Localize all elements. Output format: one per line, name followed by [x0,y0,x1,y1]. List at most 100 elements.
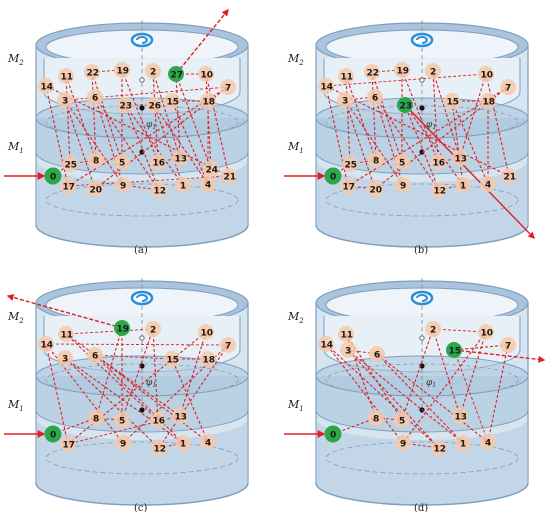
reflection-spot: 22 [364,64,380,80]
beam-segment [453,349,489,443]
lower-glass [36,160,248,247]
reflection-spot: 20 [367,181,383,197]
spot-label: 15 [167,356,180,366]
reflection-spot: 6 [87,347,103,363]
spot-label: 1 [180,440,186,450]
mid-ring-dash [45,363,239,397]
mirror-m2-label: M2 [287,52,304,67]
spot-label: 2 [150,326,156,336]
rotation-knob-icon [410,290,434,306]
reflection-spot: 15 [164,351,180,367]
output-beam [175,8,229,75]
spot-label: 22 [367,69,380,79]
spot-label: 10 [201,329,214,339]
rotation-angle-label: φ1 [146,378,156,389]
beam-segment [171,99,209,185]
reflection-spot: 10 [478,324,494,340]
spot-label: 12 [434,187,447,197]
beam-segment [173,72,181,159]
reflection-spot: 1 [175,177,191,193]
center-marker-top [139,335,145,341]
spot-label: 20 [90,186,103,196]
spot-label: 21 [224,173,237,183]
spot-label: 9 [400,182,406,192]
spot-label: 15 [449,347,462,357]
reflection-spot: 1 [455,177,471,193]
spot-label: 16 [153,417,166,427]
beam-segment [325,343,440,449]
beam-segment [94,354,209,443]
spot-label: 10 [481,329,494,339]
reflection-spot: 8 [88,152,104,168]
spot-label: 18 [483,98,496,108]
bottom-rim [35,224,249,248]
spot-label: 5 [399,417,405,427]
spot-label: 21 [504,173,517,183]
reflection-spot: 23 [117,97,133,113]
spot-label: 4 [485,439,491,449]
mid-ring-dash [45,105,239,139]
spot-label: 8 [373,157,379,167]
panel-caption: (a) [134,245,148,256]
entry-spot-label: 0 [50,173,56,183]
spot-label: 3 [342,97,348,107]
reflection-spot: 1 [455,435,471,451]
beam-segment [343,98,376,190]
bottom-dash [45,441,239,475]
spot-label: 2 [150,68,156,78]
spot-label: 17 [63,441,76,451]
reflection-spot: 2 [425,321,441,337]
mirror-m2-label: M2 [7,310,24,325]
spot-label: 9 [400,440,406,450]
spot-label: 11 [341,331,354,341]
spot-label: 5 [119,159,125,169]
rotation-knob-icon [410,32,434,48]
reflection-spot: 24 [203,161,219,177]
beam-segment [432,328,462,418]
entry-spot-label: 0 [330,431,336,441]
beam-segment [45,85,230,177]
reflection-spot: 5 [114,412,130,428]
reflection-spot: 12 [431,182,447,198]
reflection-spot: 7 [220,337,236,353]
spot-label: 4 [485,181,491,191]
lower-glass [316,160,528,247]
mirror-m2-label: M2 [287,310,304,325]
reflection-spot: 8 [368,152,384,168]
spot-label: 7 [505,342,511,352]
spot-label: 7 [505,84,511,94]
reflection-spot: 14 [38,78,54,94]
spot-label: 1 [460,182,466,192]
reflection-spot: 3 [57,350,73,366]
entry-spot-label: 0 [330,173,336,183]
reflection-spot: 16 [430,154,446,170]
beam-segment [91,71,124,164]
reflection-spot: 3 [337,92,353,108]
beam-segment [449,99,464,186]
spot-label: 26 [149,102,162,112]
spot-label: 16 [153,159,166,169]
reflection-spot: 10 [198,66,214,82]
reflection-spot: 18 [480,93,496,109]
beam-segment [347,349,440,449]
beam-segment [124,104,184,186]
spot-label: 3 [345,347,351,357]
reflection-spot: 9 [115,177,131,193]
mirror-m2-label: M2 [7,52,24,67]
reflection-spot: 17 [340,178,356,194]
reflection-spot: 5 [114,154,130,170]
reflection-spot: 11 [58,326,74,342]
bottom-rim [35,482,249,506]
bottom-rim [315,224,529,248]
spot-label: 18 [203,356,216,366]
spot-label: 13 [175,155,188,165]
reflection-spot: 15 [444,93,460,109]
reflection-spot: 22 [84,64,100,80]
beam-segment [171,357,209,443]
beam-segment [437,156,461,163]
reflection-spot: 8 [368,410,384,426]
reflection-spot: 1 [175,435,191,451]
spot-label: 9 [120,182,126,192]
